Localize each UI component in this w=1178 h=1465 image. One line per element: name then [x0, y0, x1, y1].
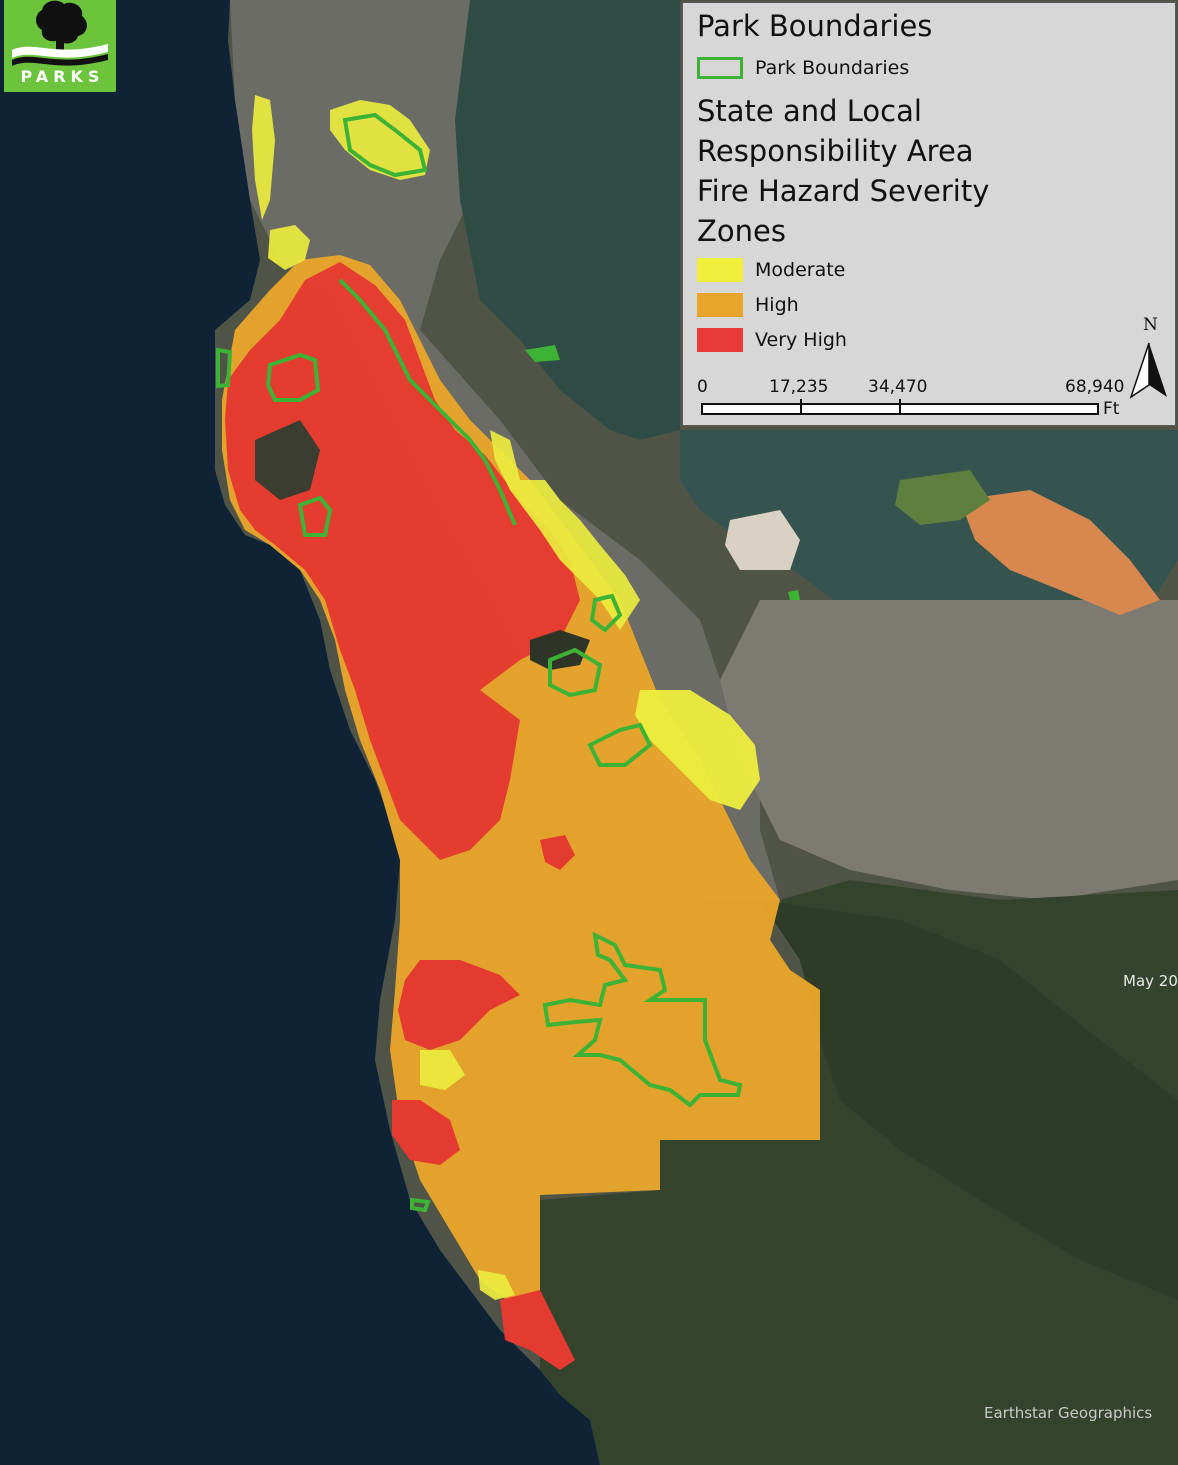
imagery-credit: Earthstar Geographics: [984, 1404, 1153, 1422]
park-boundary-east-2: [587, 722, 653, 767]
bay-water: [455, 0, 680, 440]
park-boundary-bay-2: [788, 590, 800, 600]
park-boundary-west-1: [265, 352, 321, 402]
scale-tick: [899, 399, 901, 413]
zone-moderate-south: [420, 1050, 465, 1090]
logo-text: PARKS: [20, 67, 105, 86]
park-boundary-coast: [216, 347, 233, 389]
park-boundary-swatch: [697, 57, 743, 79]
zone-very-high-south-1: [398, 960, 520, 1050]
parks-logo: PARKS: [4, 0, 116, 92]
zone-moderate-coast-south: [478, 1270, 515, 1300]
very-high-swatch: [697, 328, 743, 352]
high-swatch: [697, 293, 743, 317]
scale-tick: [800, 399, 802, 413]
park-boundary-north: [342, 112, 428, 178]
zone-moderate-north-coast: [252, 95, 275, 220]
scale-tick-label-2: 34,470: [868, 377, 928, 397]
zone-moderate-north-2: [268, 225, 310, 270]
legend-hazard-title: State and Local Responsibility Area Fire…: [697, 94, 990, 248]
salt-ponds-east: [960, 490, 1160, 615]
park-boundary-east-1: [589, 593, 623, 633]
legend-park-item: Park Boundaries: [697, 55, 909, 81]
zone-moderate-east-edge: [490, 430, 640, 630]
scale-tick-label-0: 0: [697, 377, 708, 397]
scale-unit: Ft: [1103, 399, 1120, 419]
moderate-swatch: [697, 258, 743, 282]
urban-area-east: [720, 600, 1178, 900]
forest-ridge: [760, 900, 1178, 1300]
park-boundary-west-2: [297, 495, 333, 537]
zone-very-high-small: [540, 835, 575, 870]
zone-very-high-south-2: [392, 1100, 460, 1165]
north-label: N: [1143, 315, 1158, 335]
park-boundary-south-coast: [410, 1197, 431, 1213]
map-legend: Park Boundaries Park Boundaries State an…: [682, 2, 1176, 426]
park-boundaries: [216, 112, 743, 1213]
park-boundary-ridge-trail: [338, 278, 517, 526]
salt-ponds-west: [725, 510, 800, 570]
zone-very-high-main: [225, 262, 580, 860]
marsh: [895, 470, 990, 525]
zone-moderate-ne-hills: [635, 690, 760, 810]
scale-tick-label-1: 17,235: [769, 377, 829, 397]
legend-item-moderate: Moderate: [697, 257, 845, 283]
park-boundary-central: [548, 647, 603, 698]
park-boundary-south-large: [542, 931, 743, 1108]
map-date: May 20: [1123, 972, 1178, 990]
legend-label-very-high: Very High: [755, 329, 847, 351]
legend-label-high: High: [755, 294, 799, 316]
zone-very-high-south-3: [500, 1290, 575, 1370]
legend-label-moderate: Moderate: [755, 259, 846, 281]
legend-item-high: High: [697, 292, 799, 318]
legend-park-title: Park Boundaries: [697, 9, 933, 43]
tree-logo-icon: [12, 0, 108, 66]
park-boundary-bay-1: [525, 345, 560, 362]
north-arrow-icon: [1129, 342, 1167, 399]
unzoned-area: [530, 630, 590, 670]
legend-item-very-high: Very High: [697, 327, 847, 353]
unzoned-area-west: [255, 420, 320, 500]
legend-park-label: Park Boundaries: [755, 57, 910, 79]
scale-tick-label-3: 68,940: [1065, 377, 1125, 397]
scale-bar: [701, 399, 1099, 415]
